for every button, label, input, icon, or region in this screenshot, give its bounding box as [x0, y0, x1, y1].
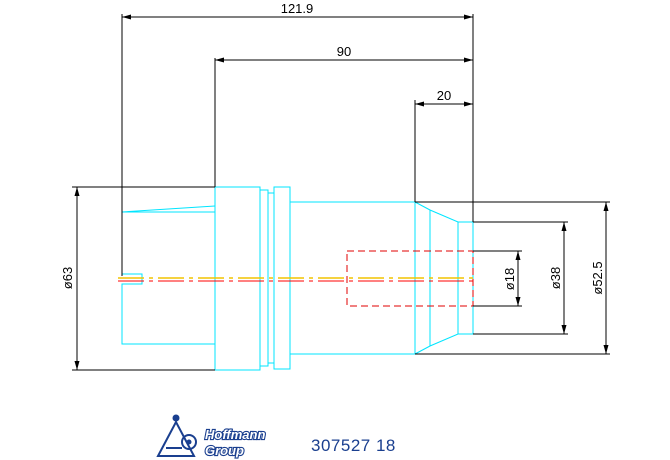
shank-taper-line [121, 205, 216, 213]
dim-length-20: 20 [437, 88, 451, 103]
hoffmann-group-logo: Hoffmann Group [156, 414, 267, 459]
logo-line-1: Hoffmann [205, 427, 265, 442]
hidden-bore-outline [346, 250, 474, 307]
hidden-bore [346, 250, 474, 307]
dim-overall-length: 121.9 [281, 1, 314, 16]
centerline [118, 277, 478, 282]
dimension-arrows [74, 14, 609, 370]
logo-emblem-icon [156, 414, 197, 457]
dimension-lines [72, 14, 610, 371]
logo-line-2: Group [205, 443, 244, 458]
part-number: 307527 18 [311, 436, 396, 455]
dim-dia-38: ø38 [548, 267, 563, 289]
dim-dia-18: ø18 [502, 268, 517, 290]
dim-dia-63: ø63 [60, 267, 75, 289]
dim-dia-52-5: ø52.5 [590, 261, 605, 294]
dim-length-90: 90 [337, 44, 351, 59]
